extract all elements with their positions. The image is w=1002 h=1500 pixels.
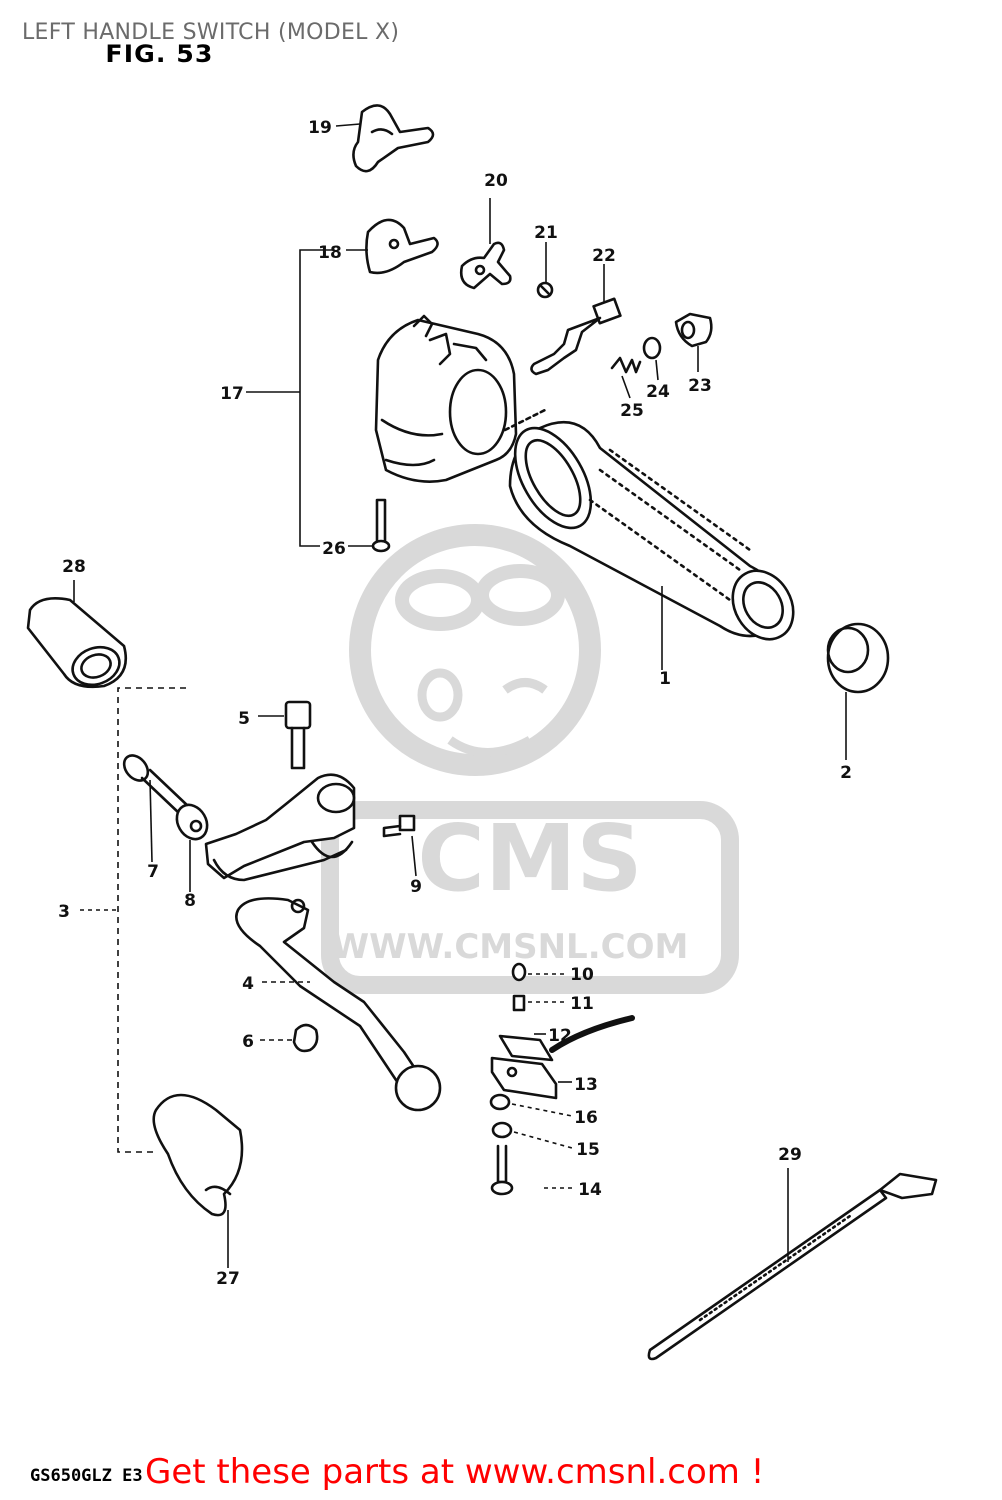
part-28-boot: [26, 597, 128, 689]
callout-26: 26: [322, 539, 346, 559]
callout-20: 20: [484, 171, 508, 191]
part-1-grip: [508, 420, 795, 641]
page-title: LEFT HANDLE SWITCH (MODEL X): [22, 20, 400, 45]
part-27-cover: [152, 1093, 244, 1217]
part-15-washer: [491, 1121, 513, 1139]
part-16-washer: [489, 1093, 511, 1111]
part-3-lever-holder: [204, 773, 356, 882]
watermark-mascot-head: [349, 524, 601, 776]
part-23-collar: [674, 312, 713, 348]
part-12-switch: [498, 1015, 635, 1062]
part-19-cover: [352, 104, 435, 173]
part-2-end-cap: [826, 622, 890, 694]
part-20-knob: [459, 241, 512, 290]
cms-watermark: CMS WWW.CMSNL.COM: [321, 524, 739, 994]
part-22-contact-plate: [530, 297, 622, 376]
callout-1: 1: [659, 669, 671, 689]
callout-3: 3: [58, 902, 70, 922]
callout-25: 25: [620, 401, 644, 421]
callout-9: 9: [410, 877, 422, 897]
part-26-screw: [371, 498, 391, 553]
part-6-clip: [292, 1023, 319, 1053]
part-4-lever: [235, 897, 442, 1112]
callout-21: 21: [534, 223, 558, 243]
callout-22: 22: [592, 246, 616, 266]
callout-11: 11: [570, 994, 594, 1014]
callout-24: 24: [646, 382, 670, 402]
callout-7: 7: [147, 862, 159, 882]
part-11-pin: [512, 994, 526, 1012]
callout-10: 10: [570, 965, 594, 985]
part-21-screw: [536, 281, 554, 299]
promo-link[interactable]: Get these parts at www.cmsnl.com !: [145, 1452, 765, 1492]
callout-28: 28: [62, 557, 86, 577]
part-5-bolt: [284, 700, 312, 770]
callout-16: 16: [574, 1108, 598, 1128]
callout-29: 29: [778, 1145, 802, 1165]
part-29-strap: [647, 1172, 938, 1361]
leader-lines: [73, 123, 847, 1268]
part-24-ball: [642, 336, 662, 360]
callout-27: 27: [216, 1269, 240, 1289]
watermark-box: [321, 801, 739, 994]
callout-13: 13: [574, 1075, 598, 1095]
callout-2: 2: [840, 763, 852, 783]
part-10-cap: [511, 962, 527, 982]
part-18-cover: [365, 218, 439, 275]
callout-18: 18: [318, 243, 342, 263]
watermark-url: WWW.CMSNL.COM: [332, 927, 689, 967]
callout-8: 8: [184, 891, 196, 911]
part-25-spring: [610, 356, 642, 374]
callout-numbers: 1 2 3 4 5 6 7 8 9 10 11 12 13 14 15 16 1…: [58, 118, 852, 1289]
part-7-bolt: [122, 754, 190, 816]
watermark-brand: CMS: [417, 805, 642, 912]
callout-4: 4: [242, 974, 254, 994]
part-13-switch-body: [490, 1056, 558, 1100]
model-code: GS650GLZ E3: [30, 1466, 143, 1486]
callout-15: 15: [576, 1140, 600, 1160]
callout-14: 14: [578, 1180, 602, 1200]
callout-5: 5: [238, 709, 250, 729]
part-9-bolt: [382, 814, 416, 838]
part-17-switch-housing: [374, 314, 547, 483]
callout-17: 17: [220, 384, 244, 404]
callout-12: 12: [548, 1026, 572, 1046]
figure-label: FIG. 53: [105, 40, 214, 68]
callout-23: 23: [688, 376, 712, 396]
callout-19: 19: [308, 118, 332, 138]
part-8-nut: [175, 803, 209, 841]
part-14-screw: [490, 1144, 514, 1196]
callout-6: 6: [242, 1032, 254, 1052]
